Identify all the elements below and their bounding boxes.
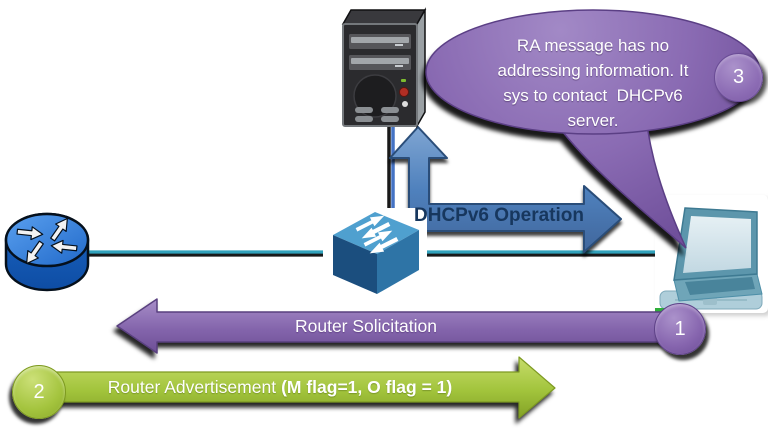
speech-bubble (425, 9, 761, 249)
switch-icon (323, 208, 427, 298)
router-advertisement-flags: (M flag=1, O flag = 1) (281, 377, 453, 397)
router-icon (4, 212, 90, 292)
bubble-text: RA message has no addressing information… (430, 33, 756, 133)
router-solicitation-label: Router Solicitation (294, 316, 438, 336)
laptop-icon (655, 195, 768, 313)
bubble-line: sys to contact DHCPv6 (503, 86, 683, 105)
step-1-badge: 1 (654, 303, 706, 355)
bubble-line: addressing information. It (497, 61, 689, 80)
speech-bubble-tail (550, 109, 687, 249)
router-advertisement-label: Router Advertisement(M flag=1, O flag = … (60, 377, 500, 398)
switch-arrows-icon (355, 215, 399, 254)
dhcp-operation-arrow (389, 126, 622, 253)
bubble-line: RA message has no (516, 36, 670, 55)
server-icon (341, 7, 427, 129)
router-advertisement-text: Router Advertisement (107, 377, 277, 397)
dhcp-operation-label: DHCPv6 Operation (414, 205, 584, 226)
step-2-badge: 2 (12, 365, 66, 419)
bubble-line: server. (567, 111, 619, 130)
router-arrows-icon (16, 217, 78, 265)
router-advertisement-arrow (39, 356, 556, 419)
step-3-badge: 3 (714, 53, 763, 102)
